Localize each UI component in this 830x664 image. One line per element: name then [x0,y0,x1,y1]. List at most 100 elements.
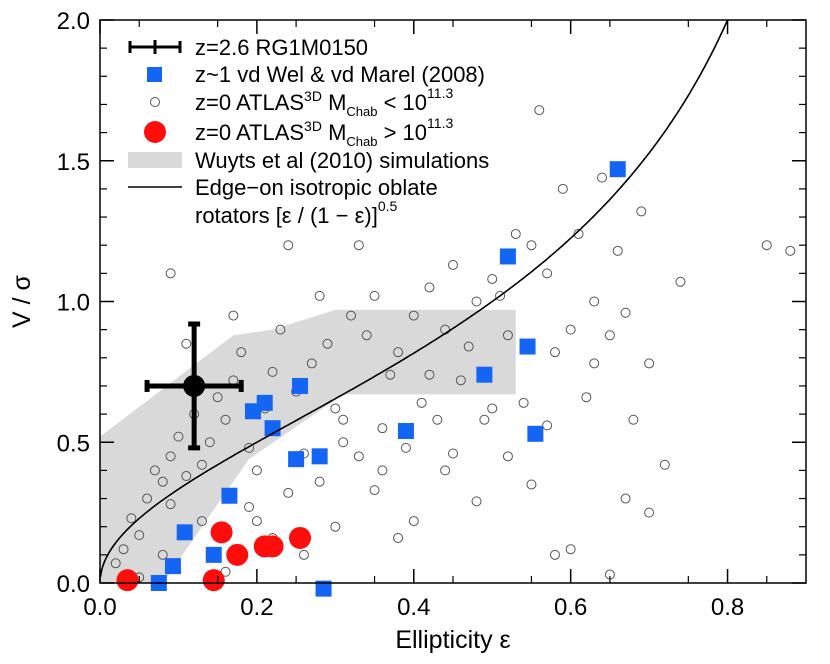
atlas-low-point [565,324,576,335]
atlas-low-point [408,516,419,527]
curve-layer [100,20,729,577]
legend-curve-label-2: rotators [ε / (1 − ε)]0.5 [195,198,398,228]
atlas-low-point [534,105,545,116]
atlas-high-point [261,535,284,558]
y-axis-title: V / σ [8,274,36,328]
vdwel-point [315,580,332,597]
atlas-low-point [134,530,145,541]
atlas-low-point [581,392,592,403]
atlas-low-point [385,369,396,380]
legend-curve-label-1: Edge−on isotropic oblate [195,175,438,200]
atlas-low-point [275,324,286,335]
atlas-low-point [440,465,451,476]
legend-vdwel-label: z~1 vd Wel & vd Marel (2008) [195,62,485,87]
legend-wuyts-label: Wuyts et al (2010) simulations [195,148,489,173]
wuyts-band [100,309,516,583]
atlas-low-point [118,544,129,555]
atlas-low-point [346,310,357,321]
atlas-low-point [228,310,239,321]
atlas-low-point [314,476,325,487]
legend: z=2.6 RG1M0150 z~1 vd Wel & vd Marel (20… [128,35,489,228]
atlas-low-point [110,558,121,569]
atlas-low-point [251,465,262,476]
atlas-low-point [597,172,608,183]
atlas-low-point [495,290,506,301]
atlas-low-point [306,358,317,369]
atlas-low-point [644,358,655,369]
y-tick-label: 2.0 [57,8,90,35]
atlas-high-point [289,526,312,549]
atlas-low-point [314,290,325,301]
x-tick-label: 0.6 [554,594,587,621]
atlas-low-point [620,493,631,504]
legend-wuyts-marker [128,152,182,168]
atlas-low-point [330,403,341,414]
atlas-low-point [424,282,435,293]
atlas-low-point [448,448,458,459]
legend-atlas-high-marker [144,121,166,143]
atlas-low-point [338,414,349,425]
atlas-high-point [116,569,139,592]
atlas-low-point [212,392,223,403]
atlas-low-point [369,485,380,496]
atlas-low-point [526,479,537,490]
atlas-low-point [604,330,615,341]
atlas-low-point [620,307,631,318]
atlas-low-point [220,414,231,425]
atlas-low-point [455,375,466,386]
atlas-low-point [173,431,184,442]
x-axis-title: Ellipticity ε [395,626,510,654]
atlas-low-point [510,228,521,239]
legend-atlas-low-marker [150,97,160,107]
vdwel-point [527,425,544,442]
atlas-low-point [463,341,474,352]
vdwel-point [397,422,414,439]
atlas-low-point [244,442,255,453]
vdwel-point [311,448,328,465]
atlas-high-point [226,543,249,566]
wuyts-band-layer [100,309,516,583]
atlas-low-point [283,240,294,251]
atlas-low-point [479,414,490,425]
atlas-low-point [251,516,262,527]
atlas-low-point [432,414,443,425]
atlas-low-point [644,507,655,518]
atlas-low-point [761,240,772,251]
atlas-high-point [210,521,233,544]
atlas-low-point [181,471,192,482]
atlas-high-point [202,569,225,592]
y-tick-label: 1.0 [57,290,90,317]
atlas-low-point [526,240,537,251]
vdwel-point [176,524,193,541]
atlas-low-point [220,566,231,577]
y-tick-label: 0.5 [57,430,90,457]
legend-rg-marker [128,40,182,54]
legend-vdwel-marker [147,67,162,82]
vdwel-point [221,487,238,504]
vdwel-point [499,248,516,265]
vdwel-point [292,377,309,394]
atlas-low-point [267,366,278,377]
vdwel-point [205,546,222,563]
vdwel-point [256,394,273,411]
atlas-low-point [165,451,176,462]
atlas-low-point [518,397,529,408]
atlas-low-point [589,358,600,369]
atlas-low-point [542,420,553,431]
x-tick-label: 0.0 [83,594,116,621]
atlas-low-point [165,499,176,510]
atlas-low-point [565,544,576,555]
atlas-low-point [157,476,168,487]
atlas-low-point [196,459,207,470]
legend-rg-label: z=2.6 RG1M0150 [195,35,368,60]
atlas-low-point [785,245,796,256]
vdwel-point [288,451,305,468]
atlas-low-point [393,347,404,358]
vdwel-point [476,366,493,383]
x-tick-label: 0.2 [240,594,273,621]
atlas-low-point [542,268,553,279]
vdwel-point [519,338,536,355]
atlas-low-point [612,245,623,256]
atlas-low-point [502,451,513,462]
